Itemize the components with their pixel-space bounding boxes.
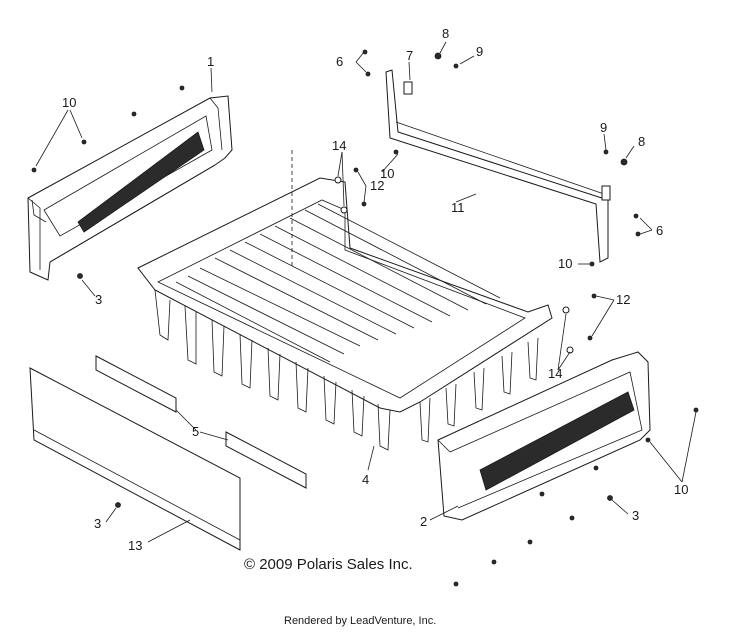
callout-2: 2 bbox=[420, 514, 427, 529]
callout-1: 1 bbox=[207, 54, 214, 69]
callout-10-center: 10 bbox=[380, 166, 394, 181]
leader-lines bbox=[35, 41, 697, 543]
callout-13: 13 bbox=[128, 538, 142, 553]
callout-12-right: 12 bbox=[616, 292, 630, 307]
copyright-text: © 2009 Polaris Sales Inc. bbox=[244, 556, 413, 573]
callout-9-top: 9 bbox=[476, 44, 483, 59]
rubber-strips bbox=[95, 355, 307, 489]
hardware bbox=[31, 49, 699, 587]
right-side-panel bbox=[437, 351, 651, 521]
callout-6-right: 6 bbox=[656, 223, 663, 238]
callout-10-left: 10 bbox=[62, 95, 76, 110]
callout-3-left: 3 bbox=[95, 292, 102, 307]
left-side-panel bbox=[27, 95, 233, 281]
callout-12-top: 12 bbox=[370, 178, 384, 193]
callout-5: 5 bbox=[192, 424, 199, 439]
callout-14-top: 14 bbox=[332, 138, 346, 153]
callout-8-top: 8 bbox=[442, 26, 449, 41]
callout-8-right: 8 bbox=[638, 134, 645, 149]
tailgate-panel bbox=[29, 367, 241, 551]
rear-rail bbox=[385, 69, 611, 263]
callout-labels: 1 10 3 6 7 8 9 14 12 10 11 9 8 6 10 12 1… bbox=[62, 26, 688, 553]
callout-3-panel: 3 bbox=[94, 516, 101, 531]
callout-6-top: 6 bbox=[336, 54, 343, 69]
callout-7: 7 bbox=[406, 48, 413, 63]
callout-4: 4 bbox=[362, 472, 369, 487]
callout-9-right: 9 bbox=[600, 120, 607, 135]
callout-10-bracket: 10 bbox=[558, 256, 572, 271]
callout-3-right: 3 bbox=[632, 508, 639, 523]
callout-14-right: 14 bbox=[548, 366, 562, 381]
callout-11: 11 bbox=[451, 200, 465, 215]
rendered-by-text: Rendered by LeadVenture, Inc. bbox=[284, 615, 437, 627]
cargo-box-tub bbox=[137, 150, 553, 451]
callout-10-right: 10 bbox=[674, 482, 688, 497]
